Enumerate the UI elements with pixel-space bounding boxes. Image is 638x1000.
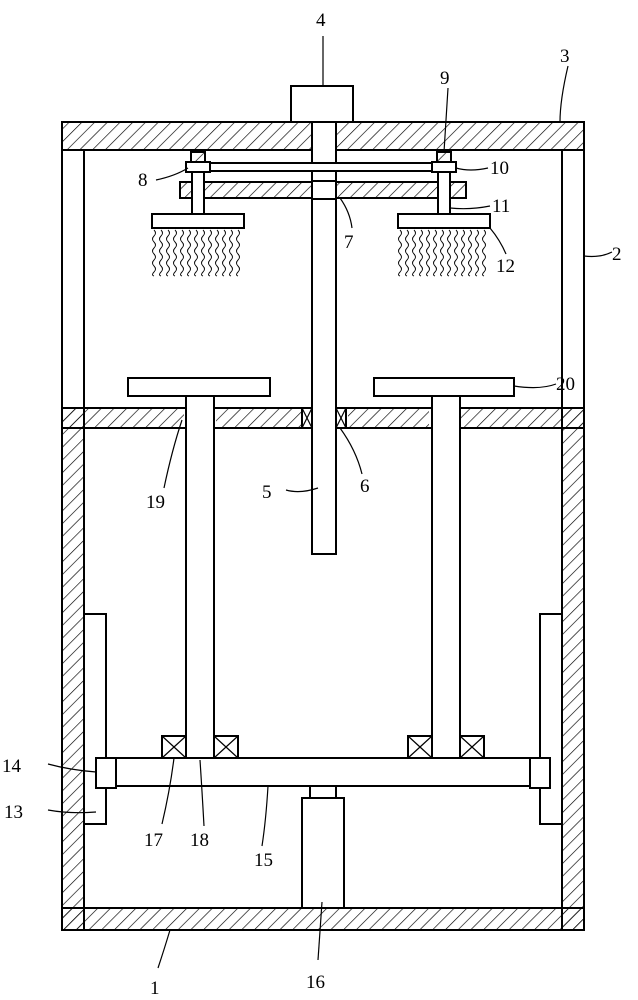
left-brush-assembly — [151, 151, 245, 277]
shaft-bearing — [301, 407, 347, 429]
cylinder-rod — [309, 785, 337, 799]
left-rail-slider — [95, 757, 117, 789]
upper-guide-rail — [189, 162, 453, 172]
rod-bearings — [161, 735, 485, 759]
left-support-plate — [127, 377, 271, 397]
label-14: 14 — [2, 756, 22, 777]
label-10: 10 — [490, 158, 509, 179]
part-labels: 4 3 9 8 10 11 12 7 2 20 19 6 5 14 13 17 … — [2, 10, 622, 999]
left-side-post — [61, 149, 85, 409]
right-rail-slider — [529, 757, 551, 789]
right-guide-rail — [539, 613, 563, 825]
right-side-post — [561, 149, 585, 409]
right-vertical-rod — [431, 395, 461, 761]
label-1: 1 — [150, 978, 160, 999]
lower-box-right-wall — [561, 407, 585, 931]
left-brush-rod — [191, 171, 205, 215]
left-guide-rail — [83, 613, 107, 825]
label-16: 16 — [306, 972, 325, 993]
label-2: 2 — [612, 244, 622, 265]
left-vertical-rod — [185, 395, 215, 761]
label-13: 13 — [4, 802, 23, 823]
label-9: 9 — [440, 68, 450, 89]
label-20: 20 — [556, 374, 575, 395]
left-slider-block — [185, 161, 211, 173]
left-brush-bristles — [152, 229, 240, 277]
right-slider-block — [431, 161, 457, 173]
left-brush-plate — [151, 213, 245, 229]
label-19: 19 — [146, 492, 165, 513]
right-support-plate — [373, 377, 515, 397]
label-4: 4 — [316, 10, 326, 31]
motor — [290, 85, 354, 123]
label-11: 11 — [492, 196, 510, 217]
label-6: 6 — [360, 476, 370, 497]
label-17: 17 — [144, 830, 163, 851]
label-18: 18 — [190, 830, 209, 851]
label-8: 8 — [138, 170, 148, 191]
right-brush-plate — [397, 213, 491, 229]
right-brush-assembly — [397, 151, 491, 277]
right-brush-bristles — [398, 229, 486, 277]
label-3: 3 — [560, 46, 570, 67]
right-brush-rod — [437, 171, 451, 215]
label-5: 5 — [262, 482, 272, 503]
label-7: 7 — [344, 232, 354, 253]
lower-box-left-wall — [61, 407, 85, 931]
label-15: 15 — [254, 850, 273, 871]
lower-box-bottom-wall — [61, 907, 585, 931]
cylinder — [301, 797, 345, 909]
leader-lines — [47, 36, 613, 969]
label-12: 12 — [496, 256, 515, 277]
